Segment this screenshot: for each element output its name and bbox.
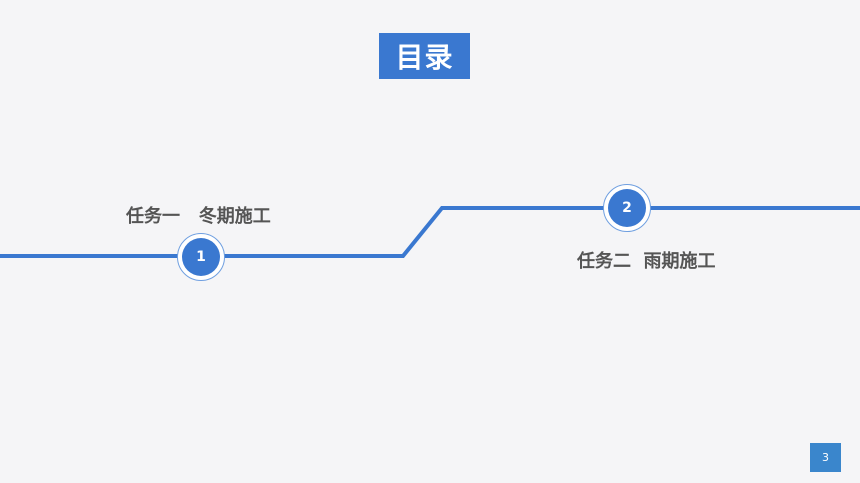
page-number-badge: 3 [810, 443, 841, 472]
title-box: 目录 [379, 33, 470, 79]
page-number: 3 [822, 451, 829, 464]
task-2-label: 任务二 雨期施工 [577, 251, 716, 272]
timeline-node-1: 1 [177, 233, 225, 281]
page-title: 目录 [395, 41, 454, 74]
node-1-number: 1 [182, 238, 220, 276]
task-1-label: 任务一 冬期施工 [126, 206, 271, 227]
node-2-number: 2 [608, 189, 646, 227]
timeline-node-2: 2 [603, 184, 651, 232]
